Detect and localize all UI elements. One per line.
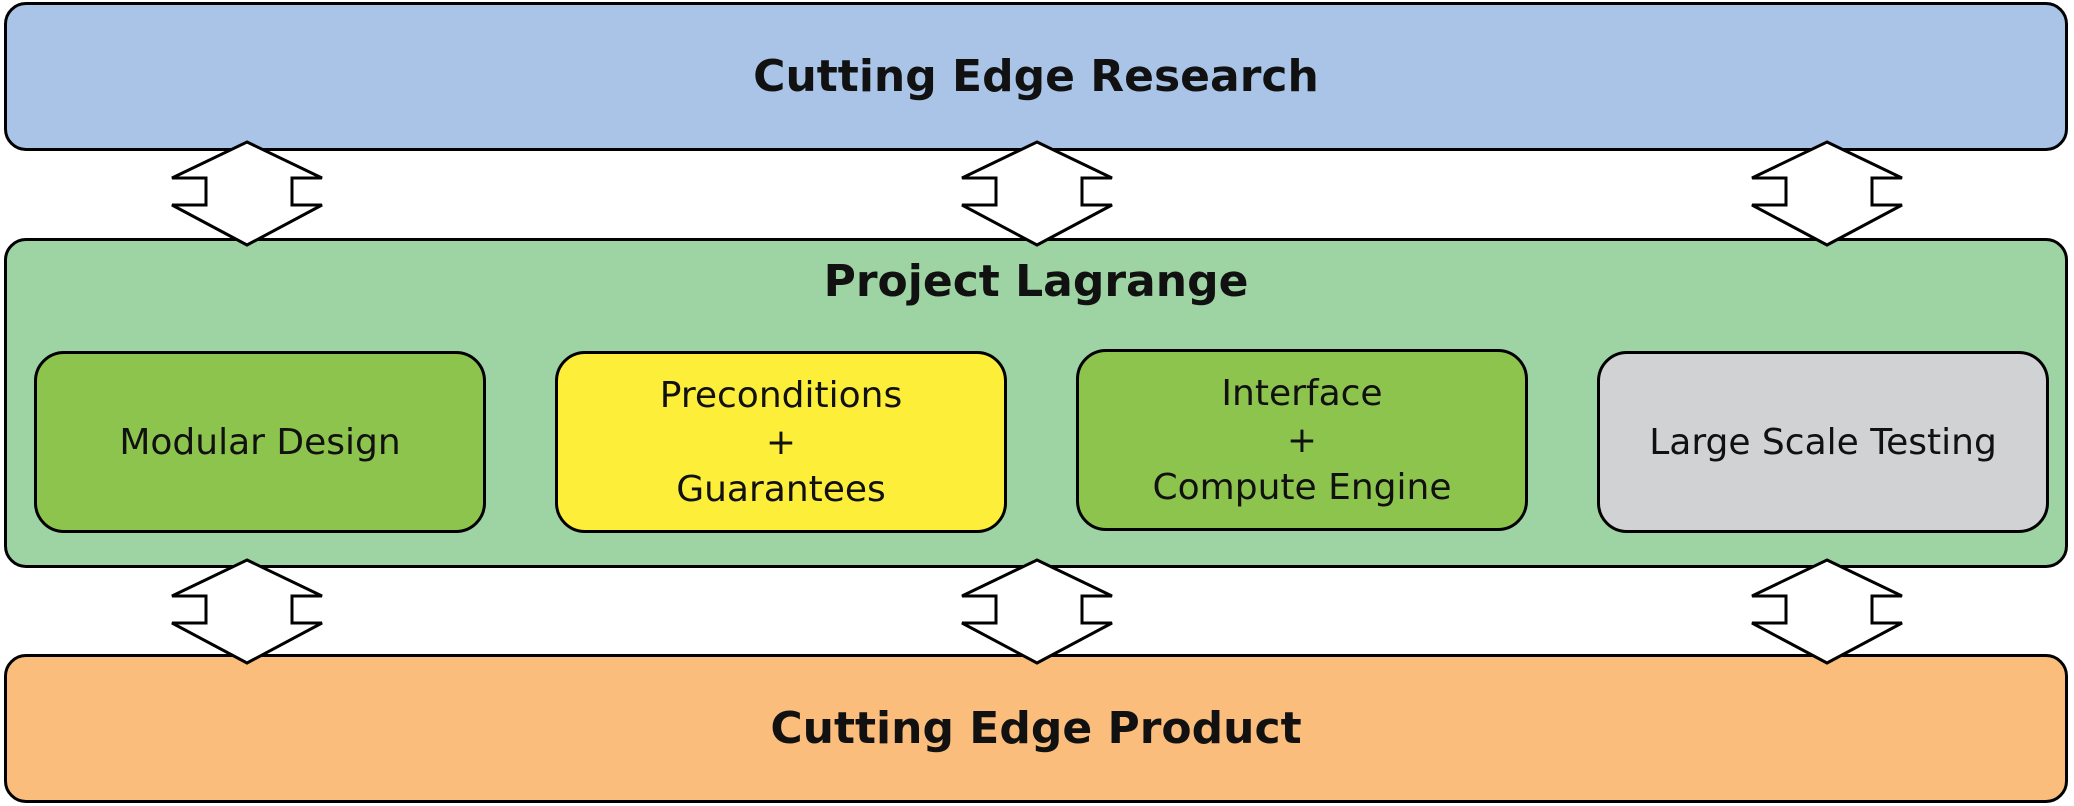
preconditions-label: Preconditions (659, 374, 903, 416)
double-arrow-icon (961, 140, 1113, 247)
double-arrow-icon (171, 558, 323, 665)
double-arrow-icon (1751, 558, 1903, 665)
guarantees-label: Guarantees (676, 468, 886, 510)
product-band: Cutting Edge Product (4, 654, 2068, 803)
plus-sign: + (765, 421, 797, 463)
interface-compute-engine-box: Interface + Compute Engine (1076, 349, 1528, 531)
preconditions-guarantees-box: Preconditions + Guarantees (555, 351, 1007, 533)
modular-design-box: Modular Design (34, 351, 486, 533)
research-band: Cutting Edge Research (4, 2, 2068, 151)
large-scale-testing-box: Large Scale Testing (1597, 351, 2049, 533)
double-arrow-icon (961, 558, 1113, 665)
product-title: Cutting Edge Product (770, 703, 1302, 754)
research-title: Cutting Edge Research (753, 51, 1319, 102)
project-lagrange-title: Project Lagrange (823, 256, 1249, 307)
double-arrow-icon (1751, 140, 1903, 247)
plus-sign: + (1286, 419, 1318, 461)
large-scale-testing-label: Large Scale Testing (1649, 421, 1997, 463)
modular-design-label: Modular Design (119, 421, 401, 463)
double-arrow-icon (171, 140, 323, 247)
interface-label: Interface (1221, 372, 1383, 414)
compute-engine-label: Compute Engine (1152, 466, 1452, 508)
